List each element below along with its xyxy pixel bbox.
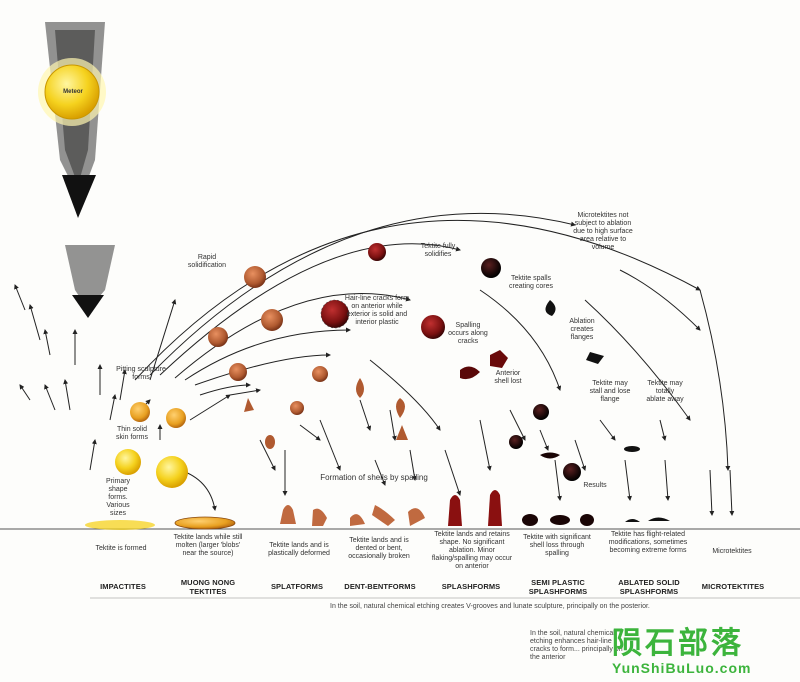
ground-label-flight-modifications: Tektite has flight-related modifications… — [608, 531, 688, 554]
annotation-tektite-spalls: Tektite spalls creating cores — [509, 275, 553, 290]
watermark-url: YunShiBuLuo.com — [612, 660, 752, 676]
category-ablated-solid-splashforms: ABLATED SOLID SPLASHFORMS — [618, 578, 680, 596]
category-splashforms: SPLASHFORMS — [441, 582, 501, 591]
annotation-results: Results — [583, 482, 607, 489]
ground-label-still-molten: Tektite lands while still molten (larger… — [173, 534, 243, 557]
ground-label-tektite-formed: Tektite is formed — [95, 545, 147, 552]
ground-label-shell-loss: Tektite with significant shell loss thro… — [523, 534, 591, 557]
category-semi-plastic-splashforms: SEMI PLASTIC SPLASHFORMS — [528, 578, 588, 596]
category-microtektites: MICROTEKTITES — [701, 582, 765, 591]
annotation-thin-solid-skin: Thin solid skin forms — [116, 426, 148, 441]
flight-arcs — [134, 212, 731, 471]
dark-red-spheres — [320, 243, 508, 526]
descent-arrows — [179, 399, 735, 516]
ground-label-retains-shape: Tektite lands and retains shape. No sign… — [431, 531, 513, 570]
annotation-tektite-may-totally: Tektite may totally ablate away — [646, 380, 684, 403]
annotation-rapid-solidification: Rapid solidification — [187, 254, 227, 269]
category-impactites: IMPACTITES — [100, 582, 146, 591]
meteor-label: Meteor — [63, 89, 83, 95]
annotation-pitting-sculpture: Pitting sculpture forms — [116, 366, 166, 381]
watermark-logo: 陨石部落 — [612, 626, 744, 661]
annotation-primary-shapes: Primary shape forms. Various sizes — [105, 478, 131, 517]
annotation-hairline-cracks: Hair-line cracks form on anterior while … — [344, 295, 410, 326]
footnote-posterior: In the soil, natural chemical etching cr… — [330, 603, 650, 610]
annotation-spalling-occurs: Spalling occurs along cracks — [448, 322, 488, 345]
cooling-spheres — [208, 266, 425, 526]
annotation-anterior-shell-lost: Anterior shell lost — [494, 370, 522, 385]
meteor-icon — [38, 58, 106, 126]
ground-label-lands-plastic: Tektite lands and is plastically deforme… — [268, 542, 330, 557]
category-splatforms: SPLATFORMS — [270, 582, 324, 591]
annotation-formation-of-shells: Formation of shells by spalling — [320, 473, 428, 482]
annotation-fully-solidifies: Tektite fully solidifies — [420, 243, 456, 258]
meteor-fragment-trail — [65, 245, 115, 318]
annotation-tektite-may-stall: Tektite may stall and lose flange — [589, 380, 631, 403]
annotation-microtektites-not-subject: Microtektites not subject to ablation du… — [573, 212, 633, 251]
black-spheres — [481, 258, 670, 526]
category-muong-nong: MUONG NONG TEKTITES — [180, 578, 236, 596]
ground-label-microtektites: Microtektites — [712, 548, 752, 555]
ground-label-dented-bent: Tektite lands and is dented or bent, occ… — [348, 537, 410, 560]
annotation-ablation-creates: Ablation creates flanges — [569, 318, 595, 341]
category-dent-bentforms: DENT-BENTFORMS — [344, 582, 416, 591]
footnote-anterior: In the soil, natural chemical etching en… — [530, 630, 623, 661]
molten-spheres — [85, 402, 236, 530]
